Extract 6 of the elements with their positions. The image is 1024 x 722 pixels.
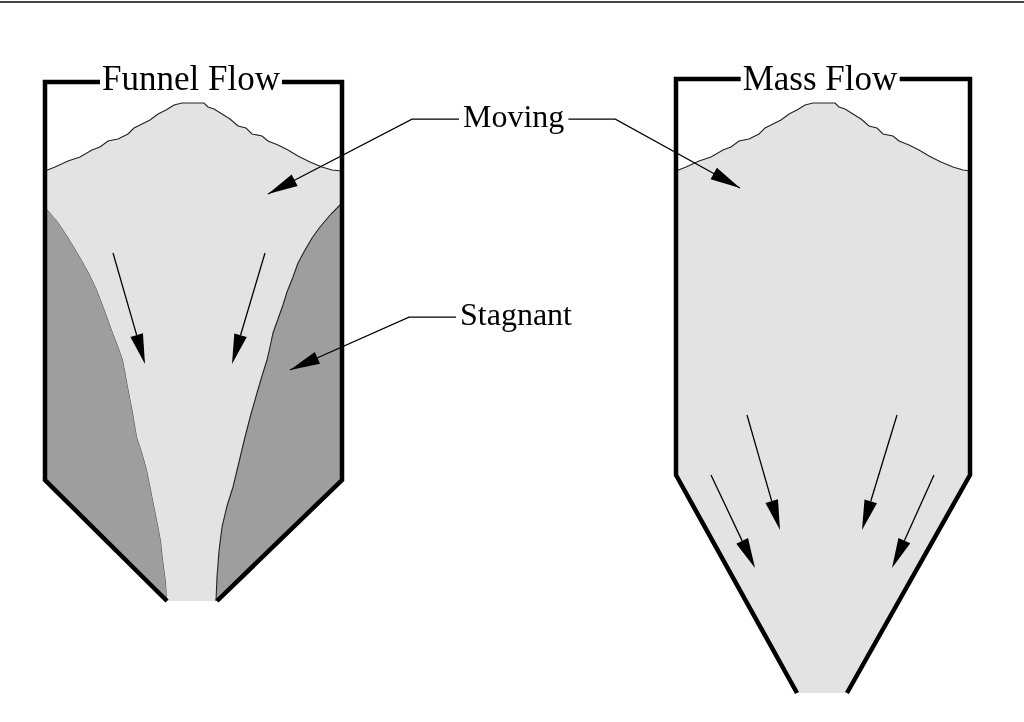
callout-label: Stagnant — [460, 298, 572, 330]
leader-line — [267, 118, 460, 195]
callout-label: Moving — [463, 100, 565, 132]
leader-line — [567, 118, 741, 189]
leader-line — [289, 316, 457, 371]
stagnant-material — [215, 202, 343, 602]
